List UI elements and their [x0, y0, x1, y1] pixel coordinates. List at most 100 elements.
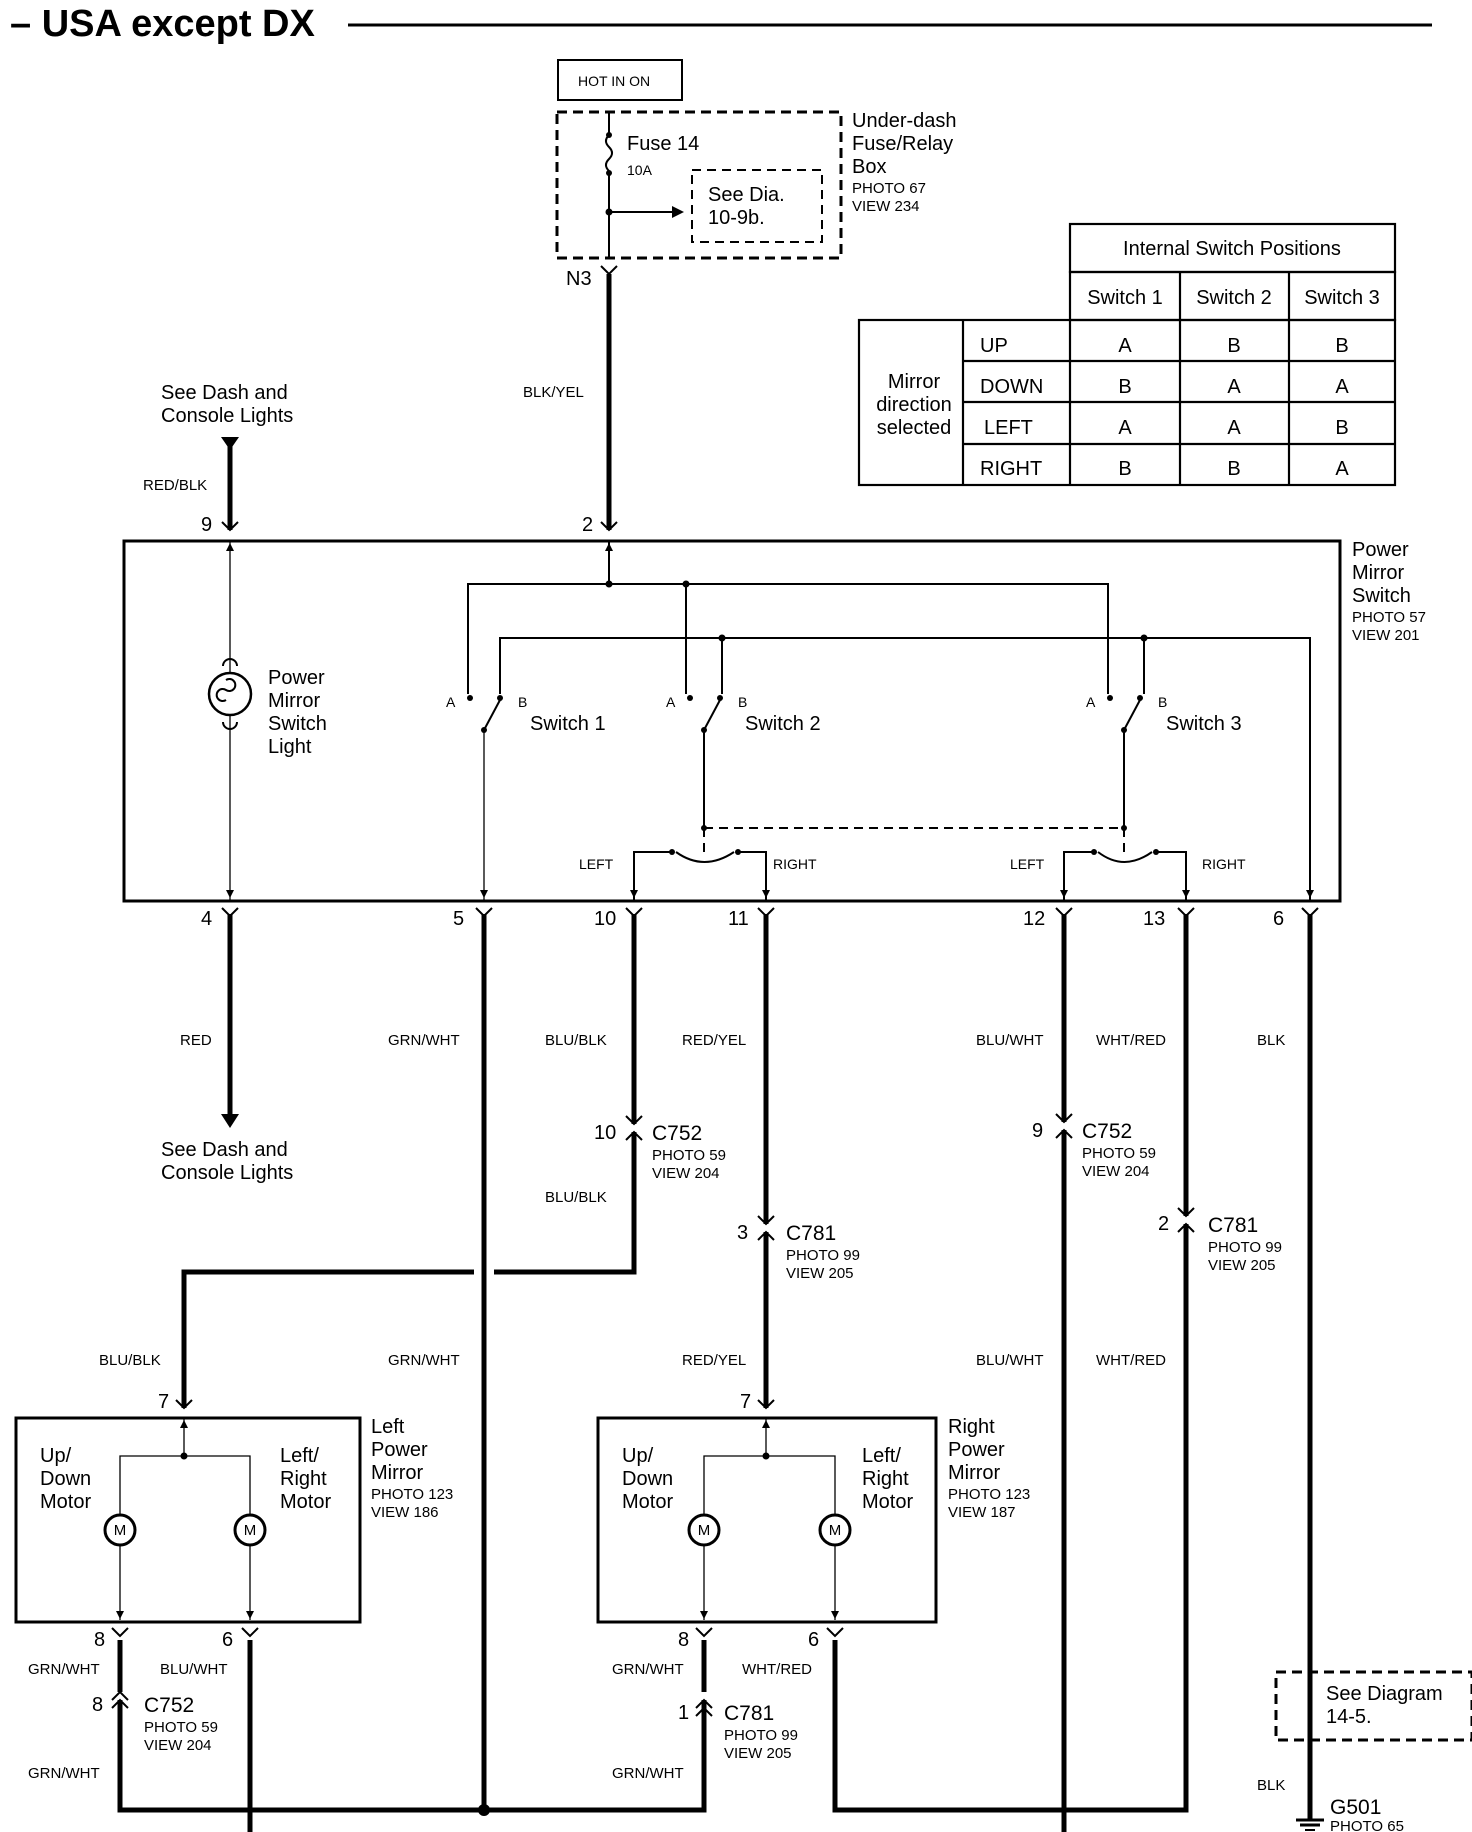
fuse-box-photo: PHOTO 67	[852, 180, 926, 197]
connector-pin: 1	[678, 1702, 689, 1724]
connector-symbol	[221, 521, 239, 532]
blu-blk-wire-to-left-mirror	[181, 1132, 637, 1408]
return-bus-b	[499, 637, 1311, 900]
fuse-box-view: VIEW 234	[852, 198, 920, 215]
table-cell: B	[1335, 335, 1348, 357]
table-cell: B	[1118, 458, 1131, 480]
selector-right-label: RIGHT	[773, 856, 817, 872]
arrow-icon	[226, 543, 234, 551]
selector-right-terminal	[738, 851, 767, 900]
switch3-contact-b	[1137, 695, 1143, 701]
selector-left-terminal	[1063, 851, 1094, 900]
pin-13: 13	[1143, 908, 1165, 930]
table-cell: A	[1335, 458, 1349, 480]
pin-6: 6	[1273, 908, 1284, 930]
arrow-icon	[605, 543, 613, 551]
pin-9: 9	[201, 514, 212, 536]
wire-label-wht-red: WHT/RED	[742, 1661, 812, 1678]
pin-4: 4	[201, 908, 212, 930]
connector-pin: 3	[737, 1222, 748, 1244]
table-cell: A	[1227, 417, 1241, 439]
arrow-icon	[1306, 890, 1314, 898]
left-mirror-lr-1: Left/	[280, 1445, 319, 1467]
wht-red-wire-to-right-mirror	[832, 1224, 1189, 1813]
table-cell: A	[1335, 376, 1349, 398]
selector-contact	[735, 849, 741, 855]
motor-symbol: M	[114, 1522, 127, 1539]
ground-block: See Diagram 14-5. BLK G501 PHOTO 65	[1257, 1670, 1472, 1832]
connector-name: C752	[1082, 1120, 1132, 1143]
switch3-pos-a: A	[1086, 694, 1096, 710]
wire-label-grn-wht: GRN/WHT	[28, 1765, 100, 1782]
switch2-contact-b	[717, 695, 723, 701]
connector-name: C781	[1208, 1214, 1258, 1237]
hot-in-on-label: HOT IN ON	[578, 73, 650, 89]
wire-label-wht-red: WHT/RED	[1096, 1352, 1166, 1369]
connector-symbol	[111, 1627, 129, 1638]
wire-label-grn-wht: GRN/WHT	[388, 1032, 460, 1049]
pin-2: 2	[582, 514, 593, 536]
right-mirror-outline	[596, 1416, 938, 1624]
fuse-terminal-dot	[606, 132, 612, 138]
wire-label-grn-wht: GRN/WHT	[388, 1352, 460, 1369]
arrow-icon	[700, 1611, 708, 1619]
wire-label-red-blk: RED/BLK	[143, 477, 207, 494]
power-mirror-switch: Power Mirror Switch PHOTO 57 VIEW 201 9 …	[122, 514, 1426, 930]
wire-label-grn-wht: GRN/WHT	[612, 1661, 684, 1678]
connector-symbol	[1055, 1113, 1073, 1124]
right-mirror-name-2: Power	[948, 1439, 1005, 1461]
connector-pin: 2	[1158, 1213, 1169, 1235]
table-row-group-3: selected	[877, 417, 952, 439]
wire-label-red-yel: RED/YEL	[682, 1352, 746, 1369]
wire-label-blu-blk: BLU/BLK	[545, 1032, 607, 1049]
light-label-2: Mirror	[268, 690, 321, 712]
table-column-switch-1: Switch 1	[1087, 287, 1163, 309]
connector-symbol	[757, 1230, 775, 1241]
light-label-1: Power	[268, 667, 325, 689]
table-cell: B	[1335, 417, 1348, 439]
arrow-icon	[180, 1420, 188, 1428]
right-mirror-name-1: Right	[948, 1416, 995, 1438]
connector-symbol	[111, 1690, 129, 1701]
connector-photo: PHOTO 59	[144, 1719, 218, 1736]
grn-wht-bottom-bus	[117, 1700, 707, 1813]
see-diagram-text-1: See Diagram	[1326, 1683, 1443, 1705]
fuse-14-label: Fuse 14	[627, 133, 699, 155]
switch1-blade	[483, 699, 501, 731]
selector-contact	[669, 849, 675, 855]
connector-photo: PHOTO 99	[724, 1727, 798, 1744]
wire-label-blu-wht: BLU/WHT	[976, 1032, 1044, 1049]
selector-blade	[675, 851, 735, 863]
dash-lights-bottom-label-2: Console Lights	[161, 1162, 293, 1184]
fuse-rating-label: 10A	[627, 162, 653, 178]
dash-lights-output: RED See Dash and Console Lights	[161, 914, 293, 1184]
right-mirror-pin-7: 7	[740, 1391, 751, 1413]
dash-lights-bottom-label-1: See Dash and	[161, 1139, 288, 1161]
left-mirror-outline	[14, 1416, 362, 1624]
dash-lights-label-1: See Dash and	[161, 382, 288, 404]
wire-label-grn-wht: GRN/WHT	[612, 1765, 684, 1782]
title-block: – USA except DX	[10, 3, 1432, 45]
connector-pin: 9	[1032, 1120, 1043, 1142]
switch-unit-view: VIEW 201	[1352, 627, 1420, 644]
left-mirror-name-1: Left	[371, 1416, 405, 1438]
left-mirror-lr-3: Motor	[280, 1491, 331, 1513]
wire-label-red-yel: RED/YEL	[682, 1032, 746, 1049]
arrow-icon	[1060, 890, 1068, 898]
left-mirror-updown-2: Down	[40, 1468, 91, 1490]
pin-5: 5	[453, 908, 464, 930]
right-power-mirror: 7 M M Up/ Down Motor Left/ Right Motor R…	[596, 1391, 1030, 1651]
fuse-box-name-1: Under-dash	[852, 110, 957, 132]
connector-view: VIEW 204	[1082, 1163, 1150, 1180]
table-row-label: DOWN	[980, 376, 1043, 398]
connector-symbol	[1177, 1207, 1195, 1218]
connector-symbol	[1055, 1128, 1073, 1139]
table-row-label: LEFT	[984, 417, 1033, 439]
connector-photo: PHOTO 59	[1082, 1145, 1156, 1162]
left-mirror-updown-1: Up/	[40, 1445, 72, 1467]
arrow-icon	[630, 890, 638, 898]
dash-lights-arrow-icon	[221, 1114, 239, 1128]
light-label-4: Light	[268, 736, 312, 758]
bulb-filament	[215, 678, 237, 702]
